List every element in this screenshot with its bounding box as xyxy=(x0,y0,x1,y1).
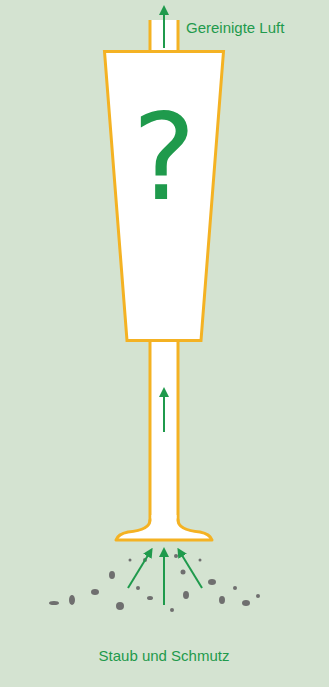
flow-label: Gereinigte Luft xyxy=(186,20,284,37)
flow-arrow xyxy=(163,10,165,48)
flow-label: Staub und Schmutz xyxy=(99,648,230,665)
tube-fill xyxy=(150,338,178,524)
suction-arrow xyxy=(128,552,150,588)
dust-particles xyxy=(49,554,260,612)
tube-wall xyxy=(177,338,180,524)
nozzle-joint xyxy=(152,515,177,523)
outlet-wall xyxy=(149,20,152,52)
filter-chamber: ? xyxy=(103,50,225,342)
tube-wall xyxy=(149,338,152,524)
suction-arrow xyxy=(163,552,165,605)
outlet-wall xyxy=(177,20,180,52)
suction-arrow xyxy=(180,552,202,588)
flow-arrow xyxy=(163,392,165,432)
question-mark: ? xyxy=(103,98,225,218)
